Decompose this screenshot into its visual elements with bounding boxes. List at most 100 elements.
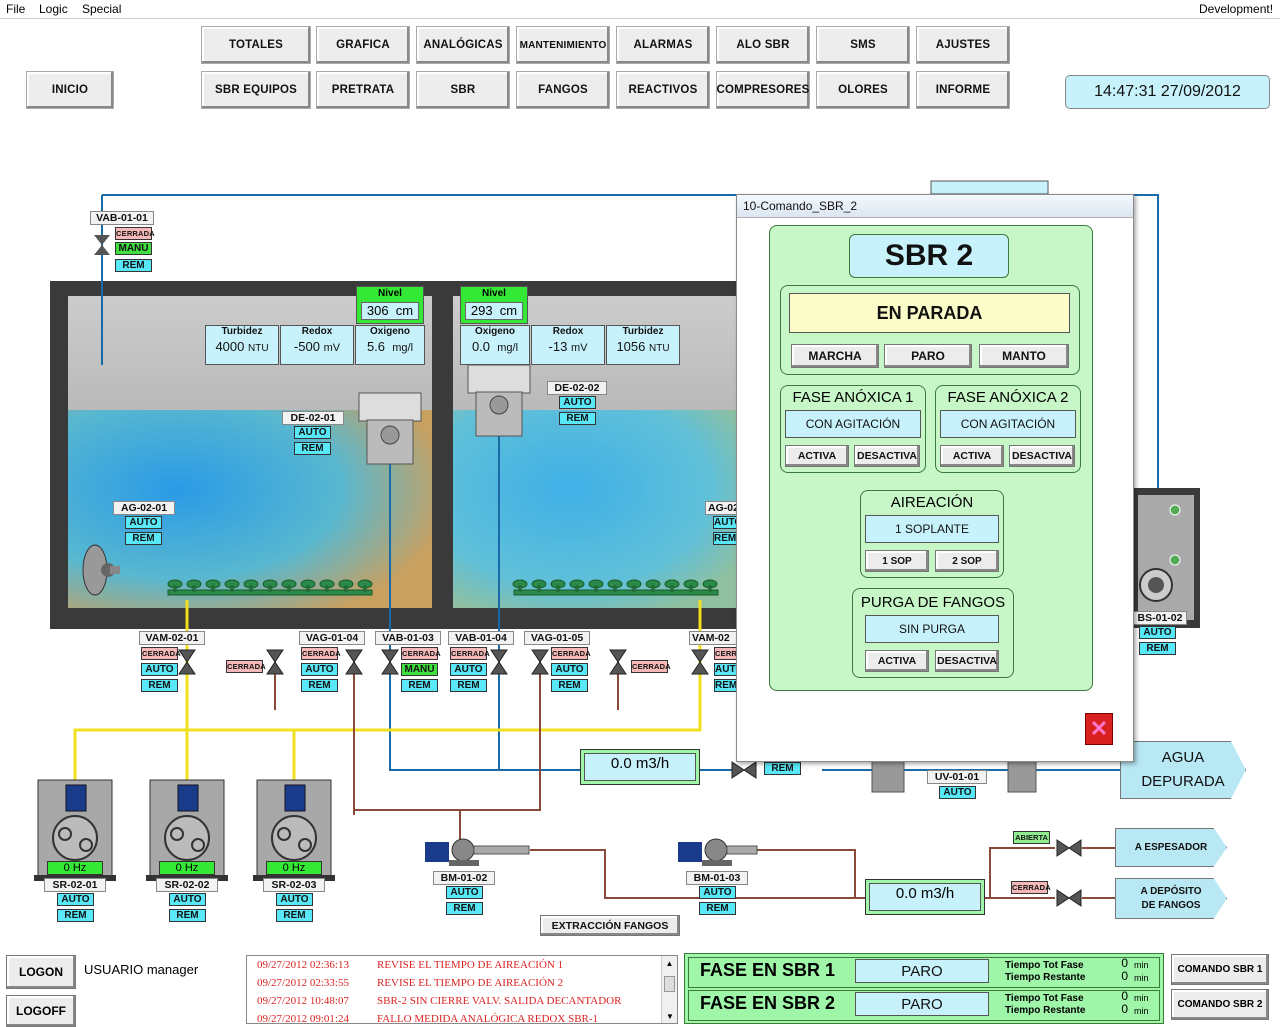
status-auto[interactable]: AUTO (713, 516, 737, 529)
tag-sr-02-02[interactable]: SR-02-02 (156, 878, 218, 892)
tag-sr-02-03[interactable]: SR-02-03 (263, 878, 325, 892)
status-rem[interactable]: REM (764, 762, 801, 775)
logon-button[interactable]: LOGON (6, 955, 76, 989)
anoxica-1-activa-button[interactable]: ACTIVA (785, 445, 849, 467)
status-auto[interactable]: AUTO (276, 893, 313, 906)
status-rem[interactable]: REM (1139, 642, 1176, 655)
tag-bm-01-02[interactable]: BM-01-02 (433, 871, 495, 885)
status-auto[interactable]: AUTO (559, 396, 596, 409)
tag-bm-01-03[interactable]: BM-01-03 (686, 871, 748, 885)
nav-sbr-button[interactable]: SBR (416, 71, 510, 109)
status-rem[interactable]: REM (551, 679, 588, 692)
marcha-button[interactable]: MARCHA (791, 344, 879, 368)
status-auto[interactable]: AUTO (294, 426, 331, 439)
status-rem[interactable]: REM (301, 679, 338, 692)
status-rem[interactable]: REM (276, 909, 313, 922)
tag-vab-01-03[interactable]: VAB-01-03 (375, 631, 441, 645)
tag-vam-02[interactable]: VAM-02 (689, 631, 737, 645)
comando-sbr2-button[interactable]: COMANDO SBR 2 (1171, 989, 1269, 1020)
nav-mantenimiento-button[interactable]: MANTENIMIENTO (516, 26, 610, 64)
tag-vab-01-01[interactable]: VAB-01-01 (90, 211, 154, 225)
nav-ajustes-button[interactable]: AJUSTES (916, 26, 1010, 64)
status-auto[interactable]: AUTO (450, 663, 487, 676)
tag-vag-01-04[interactable]: VAG-01-04 (299, 631, 365, 645)
nav-alarmas-button[interactable]: ALARMAS (616, 26, 710, 64)
status-rem[interactable]: REM (713, 532, 737, 545)
purga-desactiva-button[interactable]: DESACTIVA (935, 650, 999, 672)
nav-fangos-button[interactable]: FANGOS (516, 71, 610, 109)
tag-uv-01-01[interactable]: UV-01-01 (927, 770, 987, 784)
manto-button[interactable]: MANTO (979, 344, 1069, 368)
scroll-up-icon[interactable]: ▲ (665, 959, 674, 968)
status-auto[interactable]: AUTO (714, 663, 737, 676)
status-rem[interactable]: REM (446, 902, 483, 915)
status-manu[interactable]: MANU (115, 242, 152, 255)
agua-depurada-destination[interactable]: AGUA DEPURADA (1120, 741, 1246, 799)
nav-anal-gicas-button[interactable]: ANALÓGICAS (416, 26, 510, 64)
menu-file[interactable]: File (6, 2, 26, 16)
status-manu[interactable]: MANU (401, 663, 438, 676)
tag-vab-01-04[interactable]: VAB-01-04 (448, 631, 514, 645)
tag-bs-01-02[interactable]: BS-01-02 (1133, 611, 1187, 625)
anoxica-2-activa-button[interactable]: ACTIVA (940, 445, 1004, 467)
menu-logic[interactable]: Logic (39, 2, 68, 16)
nav-olores-button[interactable]: OLORES (816, 71, 910, 109)
logoff-button[interactable]: LOGOFF (6, 995, 76, 1027)
tag-de-02-01[interactable]: DE-02-01 (282, 411, 344, 425)
status-rem[interactable]: REM (115, 259, 152, 272)
paro-button[interactable]: PARO (884, 344, 972, 368)
anoxica-2-desactiva-button[interactable]: DESACTIVA (1009, 445, 1075, 467)
menu-development[interactable]: Development! (1199, 2, 1274, 16)
nav-alo-sbr-button[interactable]: ALO SBR (716, 26, 810, 64)
nav-compresores-button[interactable]: COMPRESORES (716, 71, 810, 109)
scroll-down-icon[interactable]: ▼ (666, 1012, 674, 1021)
status-rem[interactable]: REM (559, 412, 596, 425)
anoxica-1-desactiva-button[interactable]: DESACTIVA (854, 445, 920, 467)
purga-activa-button[interactable]: ACTIVA (865, 650, 929, 672)
alarm-scrollbar[interactable]: ▲ ▼ (661, 956, 677, 1023)
nav-totales-button[interactable]: TOTALES (201, 26, 311, 64)
nav-sbr-equipos-button[interactable]: SBR EQUIPOS (201, 71, 311, 109)
status-rem[interactable]: REM (57, 909, 94, 922)
nav-inicio-button[interactable]: INICIO (26, 71, 114, 109)
status-rem[interactable]: REM (169, 909, 206, 922)
extraccion-fangos-button[interactable]: EXTRACCIÓN FANGOS (540, 915, 680, 936)
status-auto[interactable]: AUTO (446, 886, 483, 899)
status-auto[interactable]: AUTO (939, 786, 976, 799)
status-auto[interactable]: AUTO (1139, 626, 1176, 639)
status-rem[interactable]: REM (401, 679, 438, 692)
comando-sbr1-button[interactable]: COMANDO SBR 1 (1171, 954, 1269, 985)
tag-vag-01-05[interactable]: VAG-01-05 (524, 631, 590, 645)
a-espesador-button[interactable]: A ESPESADOR (1115, 828, 1227, 867)
nav-sms-button[interactable]: SMS (816, 26, 910, 64)
status-auto[interactable]: AUTO (57, 893, 94, 906)
nav-informe-button[interactable]: INFORME (916, 71, 1010, 109)
tag-ag-02-02[interactable]: AG-02 (705, 501, 740, 515)
nav-pretrata-button[interactable]: PRETRATA (316, 71, 410, 109)
status-auto[interactable]: AUTO (301, 663, 338, 676)
status-auto[interactable]: AUTO (141, 663, 178, 676)
status-rem[interactable]: REM (699, 902, 736, 915)
nav-reactivos-button[interactable]: REACTIVOS (616, 71, 710, 109)
tag-ag-02-01[interactable]: AG-02-01 (113, 501, 175, 515)
tag-sr-02-01[interactable]: SR-02-01 (44, 878, 106, 892)
tag-de-02-02[interactable]: DE-02-02 (547, 381, 607, 395)
status-rem[interactable]: REM (450, 679, 487, 692)
scroll-thumb[interactable] (664, 976, 675, 992)
1-sop-button[interactable]: 1 SOP (865, 550, 929, 572)
nav-grafica-button[interactable]: GRAFICA (316, 26, 410, 64)
a-deposito-button[interactable]: A DEPÓSITO DE FANGOS (1115, 878, 1227, 919)
status-rem[interactable]: REM (141, 679, 178, 692)
status-auto[interactable]: AUTO (699, 886, 736, 899)
2-sop-button[interactable]: 2 SOP (935, 550, 999, 572)
valve-vab-01-01-icon[interactable] (93, 232, 111, 258)
tag-vam-02-01[interactable]: VAM-02-01 (139, 631, 205, 645)
status-rem[interactable]: REM (294, 442, 331, 455)
status-auto[interactable]: AUTO (125, 516, 162, 529)
status-auto[interactable]: AUTO (169, 893, 206, 906)
